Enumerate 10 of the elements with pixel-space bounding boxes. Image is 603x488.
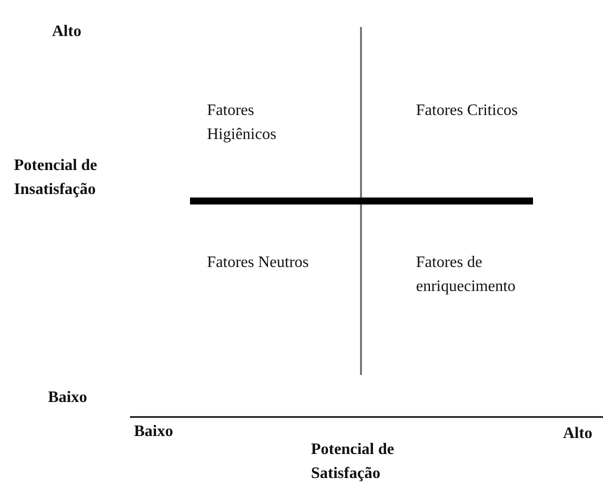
quadrant-label: Fatores Neutros — [207, 253, 309, 273]
axis-title: Potencial de Insatisfação — [14, 156, 98, 200]
axis-value-label: Alto — [563, 424, 592, 444]
axis-value-label: Alto — [52, 22, 82, 42]
axis-title: Potencial de Satisfação — [311, 440, 396, 484]
quadrant-label: Fatores de enriquecimento — [416, 253, 517, 297]
quadrant-label: Fatores Higiênicos — [207, 101, 278, 145]
axis-value-label: Baixo — [48, 388, 88, 408]
axis-value-label: Baixo — [134, 422, 174, 442]
quadrant-label: Fatores Criticos — [416, 101, 518, 121]
